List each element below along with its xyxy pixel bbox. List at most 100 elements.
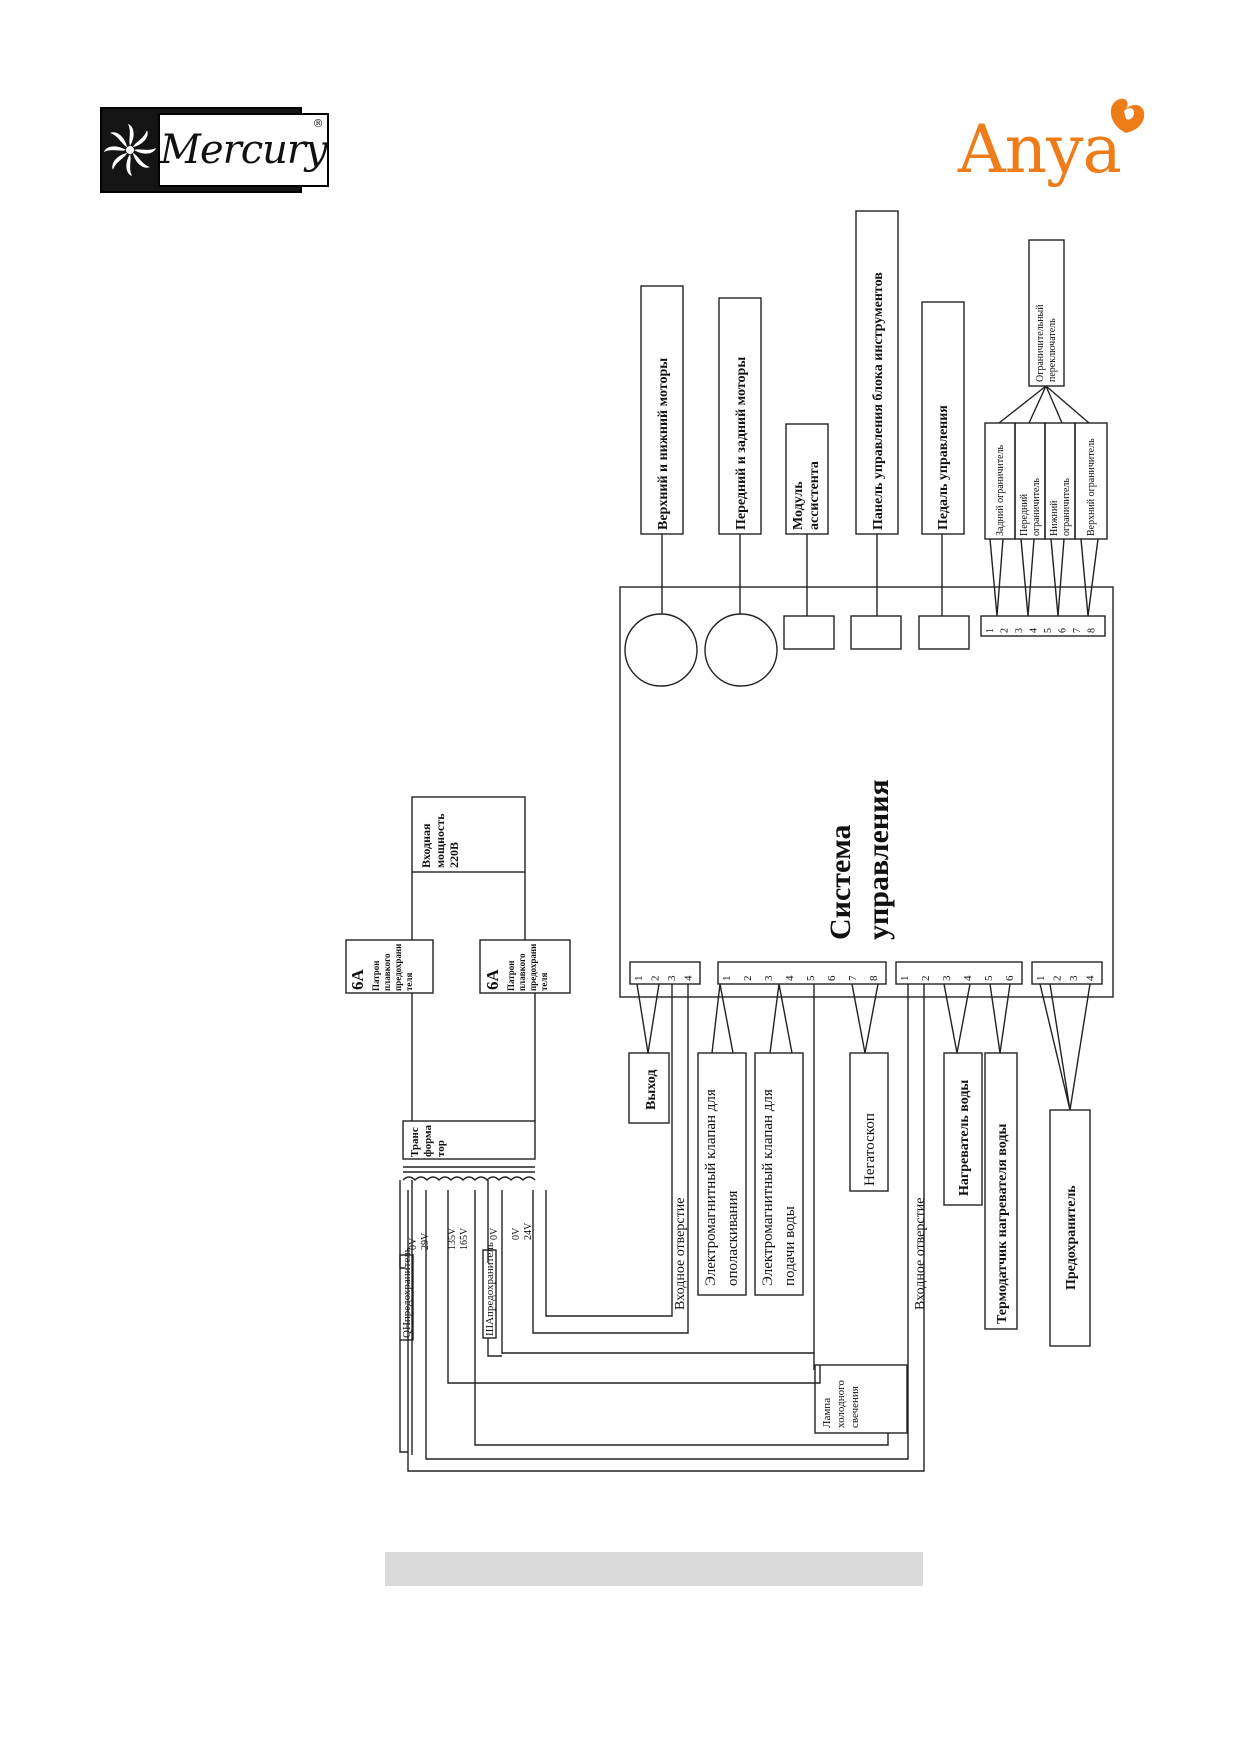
label-voltage-135v-line: 135V (447, 1227, 458, 1250)
wire (636, 983, 660, 1054)
label-control-panel: Панель управления блока инструментов (871, 272, 886, 530)
registered-mark: ® (312, 117, 324, 130)
pin-g1-1: 1 (633, 976, 645, 982)
fuse-holder-2-value-line: 6A (483, 969, 502, 991)
device-box-thermosensor (984, 1052, 1018, 1330)
limit-pin-8: 8 (1087, 628, 1098, 633)
label-negatoscope-line: Негатоскоп (862, 1113, 878, 1186)
wire (1050, 538, 1065, 617)
label-limit-lower-line: Нижний (1049, 500, 1060, 536)
label-limit-rear-line: Задний ограничитель (995, 444, 1006, 536)
wire (532, 984, 689, 1334)
label-vertical-motors: Верхний и нижний моторы (656, 358, 671, 530)
pin-group-valves (717, 961, 887, 985)
pin-g2-4: 4 (784, 975, 796, 981)
pedal-connector (918, 615, 970, 650)
label-inlet-1: Входное отверстие (673, 1198, 688, 1310)
label-water-heater: Нагреватель воды (957, 1080, 972, 1196)
cold-lamp-box (814, 1364, 908, 1434)
pin-g4-1: 1 (1035, 976, 1047, 982)
limit-pin-4: 4 (1029, 628, 1040, 633)
device-box-water-heater (943, 1052, 983, 1206)
pin-g2-2: 2 (742, 976, 754, 982)
wire (1080, 538, 1099, 617)
pin-g3-4: 4 (962, 975, 974, 981)
power-input-box (411, 796, 526, 873)
fuse-holder-1-label-line: плавкого (382, 953, 392, 991)
wire (989, 983, 1011, 1054)
device-box-water-valve (754, 1052, 804, 1296)
pin-g3-1-line: 1 (899, 976, 911, 982)
label-fuse-line: Предохранитель (1064, 1185, 1079, 1290)
pin-g1-2: 2 (650, 976, 662, 982)
label-voltage-165v: 165V (459, 1227, 470, 1250)
wire (1045, 385, 1090, 424)
label-limit-switch-line: переключатель (1047, 318, 1058, 382)
label-assistant-module: Модульассистента (791, 461, 822, 530)
pin-g3-2-line: 2 (920, 976, 932, 982)
label-control-panel-line: Панель управления блока инструментов (871, 272, 886, 530)
pin-g2-1-line: 1 (721, 976, 733, 982)
pin-g2-5: 5 (805, 975, 817, 981)
pin-g1-3: 3 (666, 975, 678, 981)
label-voltage-0v-b-line: 0V (489, 1227, 500, 1240)
label-power-input-line: Входная (419, 823, 433, 868)
pin-g2-4-line: 4 (784, 975, 796, 981)
limit-pin-1: 1 (985, 628, 996, 633)
pin-g1-4-line: 4 (683, 975, 695, 981)
label-negatoscope: Негатоскоп (862, 1113, 878, 1186)
fuse-holder-1-label-line: Патрон (371, 961, 381, 992)
label-front-rear-motors-line: Передний и задний моторы (734, 357, 749, 530)
pin-g4-3-line: 3 (1068, 975, 1080, 981)
limit-pin-7-line: 7 (1072, 628, 1083, 633)
label-limit-switch-line: Ограничительный (1035, 304, 1046, 382)
control-system-box (619, 586, 1114, 998)
limit-pin-5: 5 (1043, 628, 1054, 633)
fuse-holder-2-label-line: Патрон (506, 961, 516, 992)
label-qh-fuse-line: QHпредохранитель (401, 1247, 413, 1338)
wire (1020, 538, 1035, 617)
limit-pin-3-line: 3 (1014, 628, 1025, 633)
mercury-text: Mercury (160, 127, 328, 173)
fuse-holder-1-label: Патронплавкогопредохранителя (371, 944, 414, 991)
label-limit-upper-line: Верхний ограничитель (1086, 438, 1097, 536)
pin-g3-3-line: 3 (941, 975, 953, 981)
pin-g2-8-line: 8 (868, 975, 880, 981)
label-limit-switch: Ограничительныйпереключатель (1035, 304, 1058, 382)
fuse-holder-2-label-line: предохрани (528, 944, 538, 991)
label-limit-rear: Задний ограничитель (995, 444, 1006, 536)
limit-pin-7: 7 (1072, 628, 1083, 633)
wire (407, 984, 925, 1472)
wire (989, 538, 1004, 617)
fuse-holder-1-label-line: предохрани (393, 944, 403, 991)
label-fuse: Предохранитель (1064, 1185, 1079, 1290)
anya-logo: Anya (958, 95, 1160, 195)
label-rinse-valve-line: Электромагнитный клапан для (703, 1089, 719, 1286)
label-cold-lamp-line: свечения (849, 1386, 861, 1428)
label-transformer-line: форма (422, 1125, 434, 1157)
device-box-output (628, 1052, 670, 1124)
pin-g2-6-line: 6 (826, 975, 838, 981)
device-box-rinse-valve (697, 1052, 747, 1296)
label-transformer: Трансформатор (409, 1125, 447, 1157)
wire (545, 984, 673, 1317)
label-water-valve-line: Электромагнитный клапан для (760, 1089, 776, 1286)
label-thermosensor: Термодатчик нагревателя воды (995, 1124, 1010, 1324)
qh-fuse (399, 1254, 414, 1341)
pin-group-fuse (1031, 961, 1103, 985)
label-sha-fuse-line: ШАпредохранитель (484, 1242, 496, 1336)
label-cold-lamp-line: холодного (835, 1380, 847, 1428)
sha-fuse (482, 1249, 497, 1339)
label-voltage-0v-b: 0V (489, 1227, 500, 1240)
limit-pin-2: 2 (1000, 628, 1011, 633)
pin-g4-2: 2 (1052, 976, 1064, 982)
motor-connector-1 (624, 613, 698, 687)
label-voltage-0v-a-line: 0V (408, 1237, 419, 1250)
pin-g3-4-line: 4 (962, 975, 974, 981)
control-system-label: Система управления (824, 779, 895, 940)
label-voltage-0v-a: 0V (408, 1237, 419, 1250)
